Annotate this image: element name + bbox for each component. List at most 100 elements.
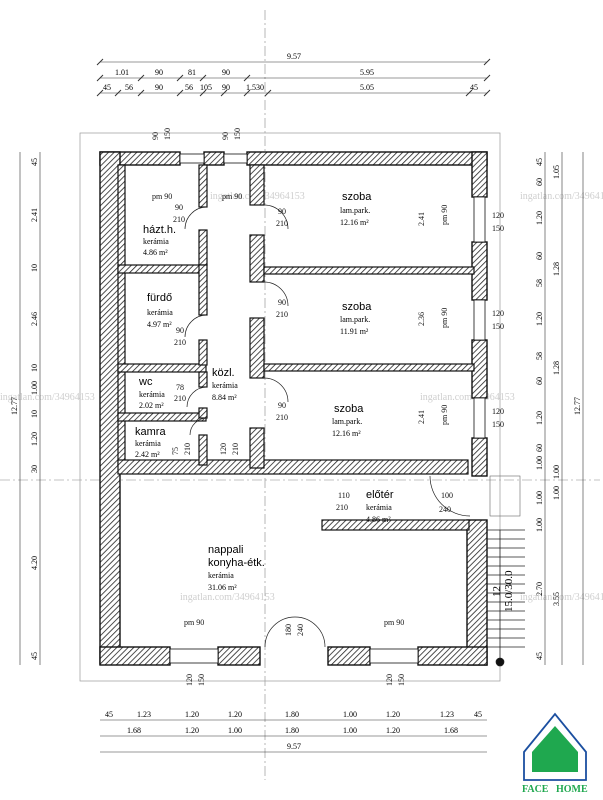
room-floor: kerámia (143, 237, 169, 246)
label: 180 (284, 624, 293, 636)
room-name: kamra (135, 426, 166, 438)
dim: 45 (103, 83, 111, 92)
label: 90 (221, 132, 230, 140)
dim: 1.05 (552, 165, 561, 179)
label: pm 90 (384, 618, 404, 627)
dim: 45 (535, 158, 544, 166)
label: 78 (176, 383, 184, 392)
dim: 60 (535, 252, 544, 260)
logo-house-fill (532, 726, 578, 772)
room-area: 2.02 m² (139, 401, 164, 410)
dim: 90 (155, 83, 163, 92)
dim: 10 (30, 264, 39, 272)
room-area: 11.91 m² (340, 327, 369, 336)
dim: 2.41 (30, 208, 39, 222)
label: 150 (397, 674, 406, 686)
interior-walls (117, 164, 475, 531)
room-name-line2: konyha-étk. (208, 557, 265, 569)
label: 150 (163, 128, 172, 140)
room-area: 12.16 m² (340, 218, 369, 227)
room-name: szoba (334, 403, 364, 415)
face-home-logo: FACE HOME (522, 712, 588, 795)
label: 210 (183, 443, 192, 455)
opening-labels: pm 90 pm 90 90 210 90 210 90 210 90 210 … (151, 128, 504, 686)
dim: 2.46 (30, 312, 39, 326)
room-floor: kerámia (366, 503, 392, 512)
label: 2.41 (417, 212, 426, 226)
label: 110 (338, 491, 350, 500)
label: pm 90 (222, 192, 242, 201)
dim: 1.23 (440, 710, 454, 719)
dim: 45 (30, 158, 39, 166)
dim: 1.80 (285, 726, 299, 735)
left-dimensions (19, 152, 41, 665)
dim: 9.57 (287, 52, 301, 61)
dim: 45 (30, 652, 39, 660)
bottom-dimensions (100, 719, 487, 753)
label: 150 (492, 420, 504, 429)
logo-brand-face: FACE (522, 784, 549, 795)
label: pm 90 (184, 618, 204, 627)
dim: 10 (30, 410, 39, 418)
dim: 90 (222, 68, 230, 77)
dim: 45 (470, 83, 478, 92)
label: 240 (439, 505, 451, 514)
label: 90 (278, 298, 286, 307)
dim: 1.00 (343, 726, 357, 735)
dim: 1.80 (285, 710, 299, 719)
dim: 9.57 (287, 742, 301, 751)
dim: 1.20 (535, 411, 544, 425)
room-name: wc (138, 376, 153, 388)
room-area: 12.16 m² (332, 429, 361, 438)
watermark: ingatlan.com/34964153 (0, 392, 95, 403)
label: 120 (385, 674, 394, 686)
dim: 56 (185, 83, 193, 92)
label: pm 90 (152, 192, 172, 201)
top-dimensions (96, 58, 491, 97)
watermark: ingatlan.com/34964153 (420, 392, 515, 403)
label: 100 (441, 491, 453, 500)
room-floor: kerámia (212, 381, 238, 390)
dim: 1.20 (386, 726, 400, 735)
label: 120 (492, 211, 504, 220)
dim: 1.20 (535, 211, 544, 225)
watermark: ingatlan.com/34964153 (520, 592, 603, 603)
room-area: 2.42 m² (135, 450, 160, 459)
room-labels: házt.h. kerámia 4.86 m² fürdő kerámia 4.… (135, 191, 394, 592)
room-name: szoba (342, 191, 372, 203)
dim: 12.77 (573, 397, 582, 415)
dim: 1.28 (552, 361, 561, 375)
windows (169, 153, 486, 664)
right-dimensions (544, 152, 584, 665)
label: 210 (336, 503, 348, 512)
label: 210 (276, 310, 288, 319)
dim: 1.20 (185, 710, 199, 719)
dim: 1.28 (552, 262, 561, 276)
label: 150 (492, 224, 504, 233)
room-area: 4.86 m² (366, 515, 391, 524)
label: 120 (492, 407, 504, 416)
dim: 1.00 (535, 518, 544, 532)
room-floor: lam.park. (340, 315, 370, 324)
room-floor: lam.park. (332, 417, 362, 426)
dim: 30 (30, 465, 39, 473)
room-name: nappali (208, 544, 243, 556)
label: 2.36 (417, 312, 426, 326)
label: 120 (492, 309, 504, 318)
label: pm 90 (440, 308, 449, 328)
room-area: 4.97 m² (147, 320, 172, 329)
logo-brand-home: HOME (556, 784, 588, 795)
room-floor: kerámia (139, 390, 165, 399)
label: 210 (174, 338, 186, 347)
dim: 1.20 (185, 726, 199, 735)
label: 90 (176, 326, 184, 335)
entrance-landing (489, 475, 521, 517)
label: pm 90 (440, 405, 449, 425)
dim: 45 (474, 710, 482, 719)
logo-house-outline (523, 712, 587, 781)
room-floor: kerámia (135, 439, 161, 448)
dim: 1.20 (386, 710, 400, 719)
dim: 4.20 (30, 556, 39, 570)
label: 2.41 (417, 410, 426, 424)
